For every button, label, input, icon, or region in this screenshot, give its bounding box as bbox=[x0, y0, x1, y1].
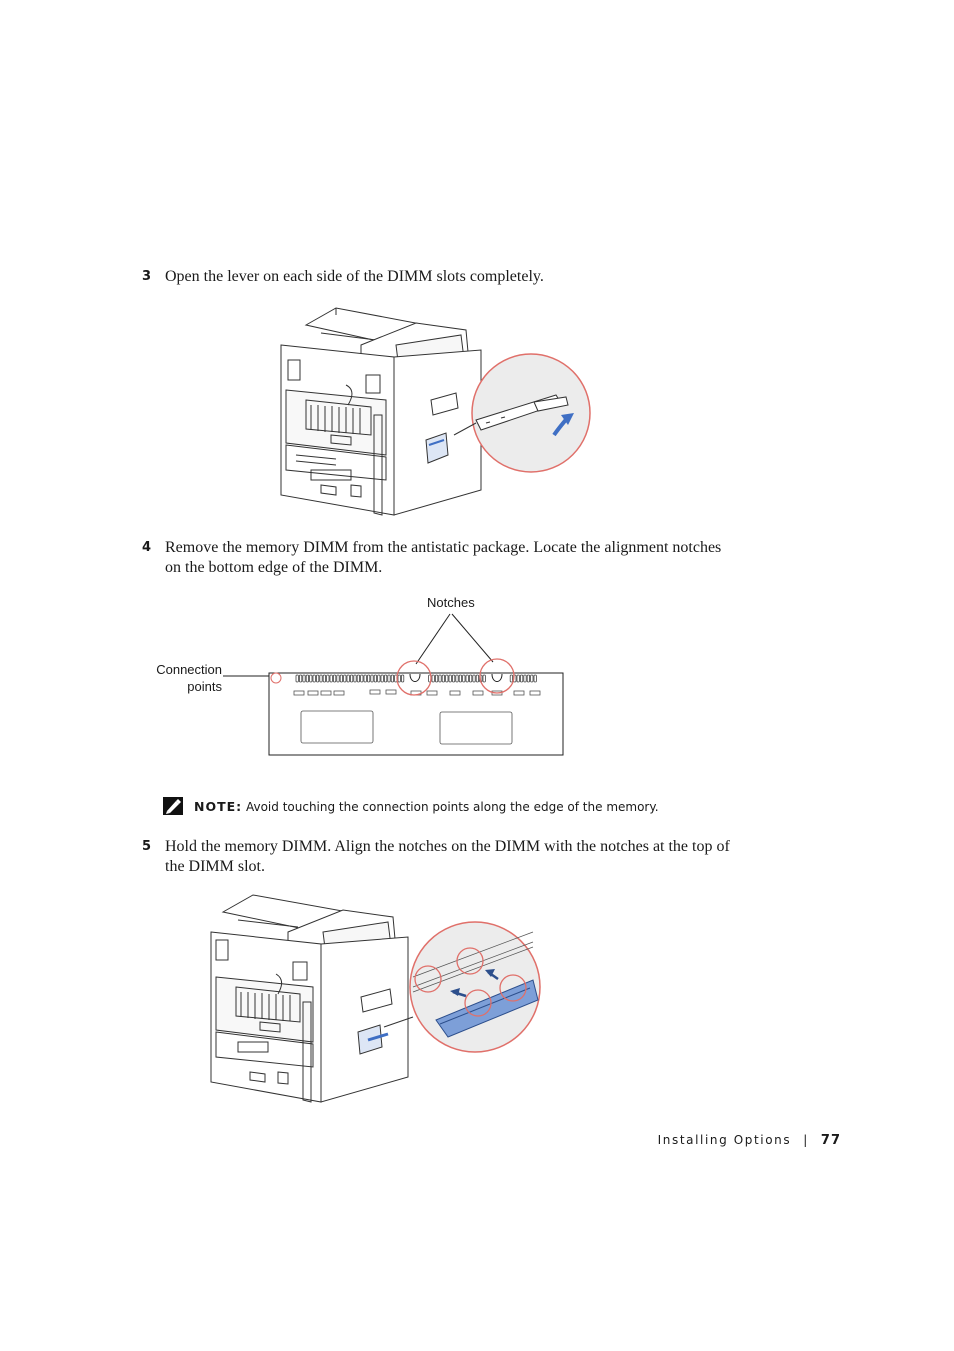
contact-pin bbox=[462, 674, 466, 683]
contact-pin bbox=[526, 674, 531, 683]
contact-pin bbox=[451, 674, 456, 683]
contact-pin bbox=[458, 674, 462, 683]
step-number: 3 bbox=[142, 269, 152, 284]
contact-pin bbox=[309, 674, 313, 683]
step-number: 4 bbox=[142, 540, 152, 555]
connection-points-label-line1: Connection bbox=[156, 662, 222, 677]
contact-pin bbox=[397, 674, 401, 683]
pencil-note-icon bbox=[163, 797, 183, 815]
step-number: 5 bbox=[142, 839, 152, 854]
contact-pin bbox=[387, 674, 391, 683]
contact-pin bbox=[363, 674, 367, 683]
contact-pin bbox=[312, 674, 316, 683]
contact-pin bbox=[448, 674, 452, 683]
contact-pin bbox=[316, 674, 320, 683]
contact-pin bbox=[366, 674, 371, 683]
contact-pin bbox=[356, 674, 360, 683]
contact-pin bbox=[353, 674, 357, 683]
footer-section: Installing Options bbox=[657, 1133, 792, 1147]
contact-pin bbox=[475, 674, 480, 683]
contact-pin bbox=[441, 674, 445, 683]
contact-pin bbox=[346, 674, 350, 683]
connection-points-label-line2: points bbox=[187, 679, 222, 694]
contact-pin bbox=[360, 674, 364, 683]
contact-pin bbox=[434, 674, 439, 683]
note-label: NOTE: bbox=[194, 799, 243, 814]
notches-label: Notches bbox=[427, 595, 475, 610]
note-text: Avoid touching the connection points alo… bbox=[245, 800, 659, 814]
notch-circle bbox=[479, 658, 515, 694]
contact-pin bbox=[455, 674, 459, 683]
contact-pin bbox=[322, 674, 326, 683]
printer-lever-illustration bbox=[280, 307, 591, 516]
contact-pin bbox=[509, 674, 514, 683]
footer-separator: | bbox=[803, 1133, 809, 1147]
step-text: Remove the memory DIMM from the antistat… bbox=[165, 539, 722, 576]
contact-pin bbox=[336, 674, 340, 683]
contact-pin bbox=[343, 674, 347, 683]
contact-pin bbox=[468, 674, 473, 683]
contact-pin bbox=[445, 674, 449, 683]
dimm-illustration bbox=[223, 613, 564, 756]
contact-pin bbox=[302, 674, 306, 683]
step-text: Open the lever on each side of the DIMM … bbox=[165, 268, 544, 285]
contact-pin bbox=[299, 674, 303, 683]
contact-pin bbox=[329, 674, 333, 683]
connection-point-circle bbox=[270, 672, 282, 684]
step-text: Hold the memory DIMM. Align the notches … bbox=[165, 838, 730, 875]
page-footer: Installing Options | 77 bbox=[600, 1133, 841, 1148]
contact-pin bbox=[465, 674, 469, 683]
contact-pin bbox=[516, 674, 520, 683]
contact-pin bbox=[400, 674, 405, 683]
contact-pin bbox=[431, 674, 435, 683]
contact-pin bbox=[530, 674, 534, 683]
contact-pin bbox=[326, 674, 330, 683]
contact-pin bbox=[295, 674, 299, 683]
contact-pin bbox=[319, 674, 323, 683]
notch-circle bbox=[396, 660, 432, 696]
contact-pin bbox=[482, 674, 486, 683]
contact-pin bbox=[438, 674, 442, 683]
contact-pin bbox=[383, 674, 388, 683]
contact-pin bbox=[523, 674, 527, 683]
contact-pin bbox=[390, 674, 394, 683]
contact-pin bbox=[377, 674, 381, 683]
contact-pin bbox=[349, 674, 354, 683]
contact-pin bbox=[339, 674, 343, 683]
contact-pin bbox=[305, 674, 309, 683]
contact-pin bbox=[380, 674, 384, 683]
contact-pin bbox=[533, 674, 537, 683]
contact-pin bbox=[333, 674, 337, 683]
contact-pin bbox=[370, 674, 374, 683]
printer-dimm-insert-illustration bbox=[210, 894, 541, 1103]
contact-pin bbox=[519, 674, 524, 683]
page-number: 77 bbox=[820, 1133, 841, 1148]
contact-pin bbox=[373, 674, 377, 683]
contact-pin bbox=[472, 674, 476, 683]
